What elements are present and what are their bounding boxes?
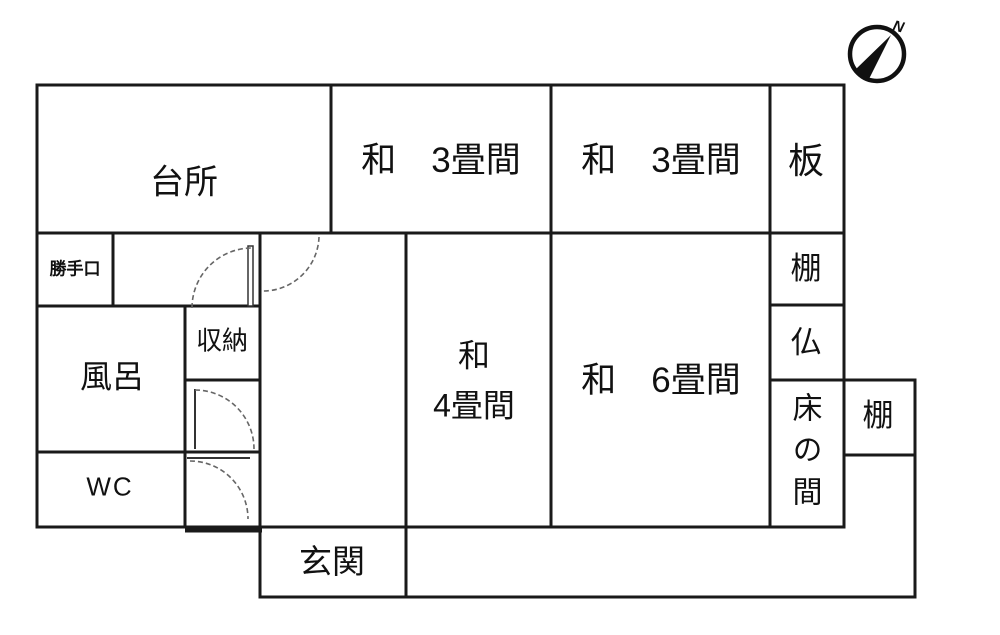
room-label-wc: WC bbox=[86, 471, 134, 502]
door-leaf-lobby bbox=[247, 245, 254, 307]
door-arc-wc bbox=[189, 460, 249, 520]
room-label-back-door: 勝手口 bbox=[49, 259, 101, 279]
compass-ring bbox=[847, 24, 907, 84]
door-arc-hall bbox=[262, 236, 320, 292]
room-label-tatami6: 和 6畳間 bbox=[581, 360, 741, 400]
room-label-tokonoma: 床の間 bbox=[787, 392, 821, 518]
door-arc-lobby bbox=[191, 247, 253, 309]
room-label-entrance: 玄関 bbox=[299, 542, 365, 580]
room-label-shelf-upper: 棚 bbox=[790, 250, 822, 286]
room-label-bath: 風呂 bbox=[79, 358, 145, 395]
compass-north-label: N bbox=[891, 17, 907, 36]
room-label-shelf-right: 棚 bbox=[862, 397, 894, 433]
room-label-kitchen: 台所 bbox=[150, 163, 218, 202]
compass-icon: N bbox=[847, 17, 907, 84]
room-label-ita: 板 bbox=[787, 140, 825, 182]
room-label-tatami3-left: 和 3畳間 bbox=[361, 140, 521, 180]
room-label-tatami3-right: 和 3畳間 bbox=[581, 140, 741, 180]
room-label-butsudan: 仏 bbox=[790, 324, 822, 360]
door-arc-washroom bbox=[194, 389, 255, 450]
room-label-storage: 収納 bbox=[195, 325, 249, 356]
compass-needle bbox=[855, 35, 891, 79]
room-label-tatami4: 和 4畳間 bbox=[433, 337, 515, 423]
